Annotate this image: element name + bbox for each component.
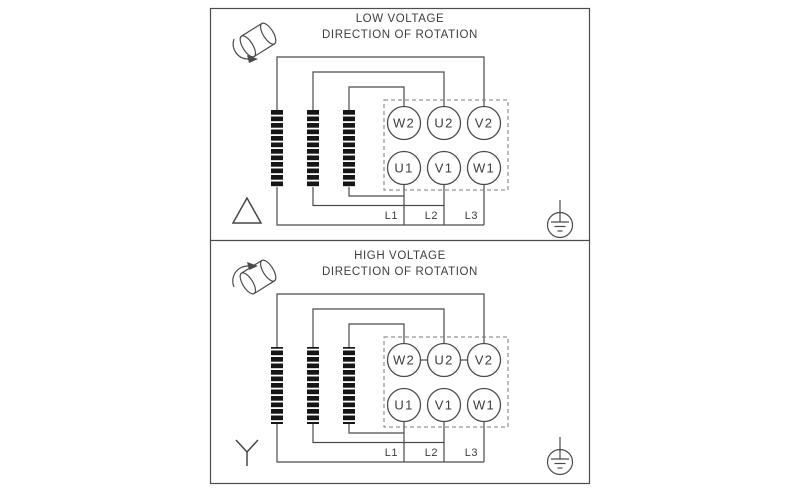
panel-subtitle: DIRECTION OF ROTATION [322,266,478,278]
jumper-bar [307,110,319,187]
terminal-v1: V1 [426,387,462,423]
wire [348,187,404,197]
jumper-bar [343,110,355,187]
panel-title: HIGH VOLTAGE [354,250,446,262]
panel-low-voltage: LOW VOLTAGE DIRECTION OF ROTATION [231,13,574,239]
rotation-direction-icon [232,22,277,63]
wye-connection-icon [235,439,259,466]
cylinder-edge [253,280,275,295]
terminal-label: W2 [393,116,415,131]
rotation-arrow-arc [232,38,249,60]
cylinder-rear-cap [239,35,257,58]
wire [276,293,485,347]
terminal-label: U1 [394,161,413,176]
wire [312,424,444,444]
jumper-bar [271,110,283,187]
ground-icon [546,200,574,239]
terminal-board-outline [383,99,509,191]
terminal-v1: V1 [426,150,462,186]
terminal-u2: U2 [426,342,462,378]
terminal-w2: W2 [386,105,422,141]
wire [348,323,405,347]
panel-high-voltage: HIGH VOLTAGE DIRECTION OF ROTATION [232,250,574,476]
terminal-v2: V2 [466,342,502,378]
terminal-jumper-bars [271,110,355,187]
terminal-label: U2 [434,116,453,131]
terminal-v2: V2 [466,105,502,141]
terminal-jumper-bars [271,347,355,424]
wire [312,71,445,110]
ground-icon [546,437,574,476]
line-label-l1: L1 [385,447,398,459]
terminal-u1: U1 [386,150,422,186]
wire [348,424,404,434]
terminal-label: W1 [473,161,495,176]
wiring-lines [276,293,485,463]
wire [276,424,484,463]
terminal-label: V2 [475,116,494,131]
wire [312,187,444,207]
rotation-arrow-head [247,262,258,270]
line-label-l3: L3 [465,447,478,459]
diagram-border [209,7,591,485]
wire [348,86,405,110]
terminal-w1: W1 [466,387,502,423]
wire [276,56,485,110]
cylinder-edge [241,22,263,37]
rotation-arrow-arc [232,265,249,288]
panel-subtitle: DIRECTION OF ROTATION [322,29,478,41]
terminal-u2: U2 [426,105,462,141]
rotation-arrow-head [247,55,258,63]
terminal-label: V1 [435,398,454,413]
panel-title: LOW VOLTAGE [356,13,445,25]
rotation-direction-icon [232,259,277,295]
terminal-w1: W1 [466,150,502,186]
jumper-bar [307,347,319,424]
wire [276,187,484,226]
terminal-board-outline [383,336,509,428]
terminal-label: U2 [434,353,453,368]
line-label-l2: L2 [425,447,438,459]
terminal-label: W1 [473,398,495,413]
line-label-l2: L2 [425,210,438,222]
jumper-bar [271,347,283,424]
terminal-label: V1 [435,161,454,176]
cylinder-rear-cap [239,272,257,295]
wire [312,308,445,347]
terminal-label: U1 [394,398,413,413]
line-label-l1: L1 [385,210,398,222]
terminal-label: V2 [475,353,494,368]
terminal-w2: W2 [386,342,422,378]
delta-connection-icon [231,196,263,224]
terminal-u1: U1 [386,387,422,423]
line-label-l3: L3 [465,210,478,222]
wiring-lines [276,56,485,226]
jumper-bar [343,347,355,424]
cylinder-edge [253,43,275,58]
terminal-label: W2 [393,353,415,368]
